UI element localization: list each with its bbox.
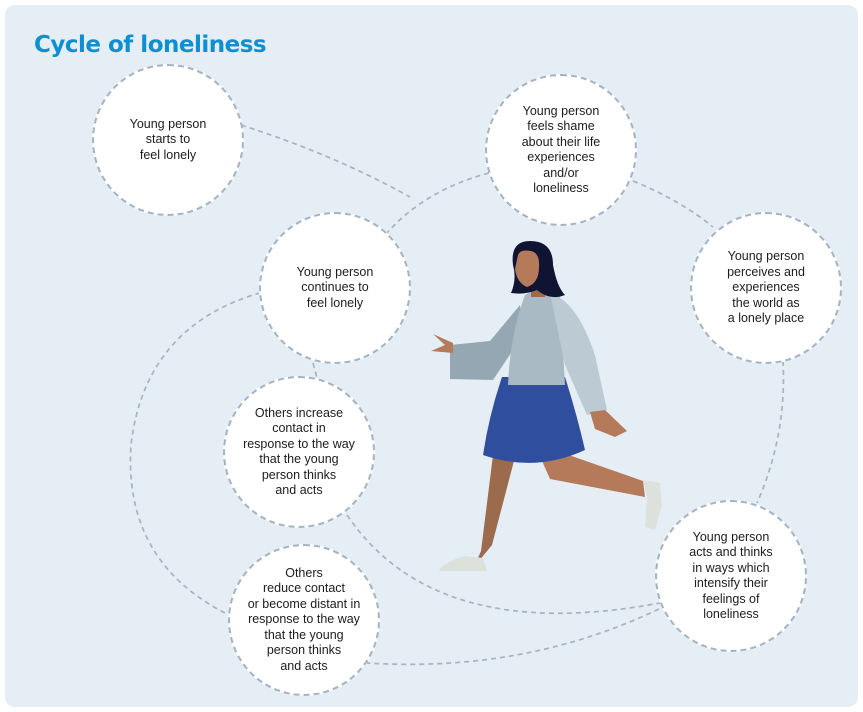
back-leg [474,455,515,567]
node-label: Others increase contact in response to t… [243,405,355,498]
back-shoe-icon [439,556,487,571]
node-others-reduce-contact: Others reduce contact or become distant … [228,544,380,696]
node-perceives-lonely-world: Young person perceives and experiences t… [690,212,842,364]
walking-woman-illustration [431,241,662,571]
skirt [483,377,585,463]
diagram-title: Cycle of loneliness [34,32,267,58]
node-feels-shame: Young person feels shame about their lif… [485,74,637,226]
connector-perceives-to-acts [756,360,785,504]
node-label: Young person perceives and experiences t… [727,249,805,326]
sweater [508,289,565,385]
connector-acts-to-reduce [366,608,660,666]
node-acts-and-thinks: Young person acts and thinks in ways whi… [655,500,807,652]
connector-shame-to-perceives [632,180,714,228]
node-label: Young person continues to feel lonely [296,264,374,310]
node-starts-to-feel-lonely: Young person starts to feel lonely [92,64,244,216]
connector-layer [129,124,785,666]
connector-increase-to-acts [346,514,661,615]
front-sleeve [550,293,607,415]
node-label: Young person feels shame about their lif… [521,103,601,196]
node-continues-to-feel-lonely: Young person continues to feel lonely [259,212,411,364]
face [515,250,540,287]
diagram-panel: Cycle of loneliness [5,5,858,707]
node-others-increase-contact: Others increase contact in response to t… [223,376,375,528]
node-label: Young person starts to feel lonely [129,116,207,162]
front-hand [590,410,627,437]
extended-hand [431,334,453,353]
node-label: Young person acts and thinks in ways whi… [689,529,773,622]
connector-starts-to-shame [240,124,411,198]
node-label: Others reduce contact or become distant … [247,565,361,673]
front-shoe-icon [643,480,662,530]
connector-reduce-to-continues [129,291,264,618]
extended-sleeve [450,305,523,380]
connector-continues-to-increase [312,362,318,379]
